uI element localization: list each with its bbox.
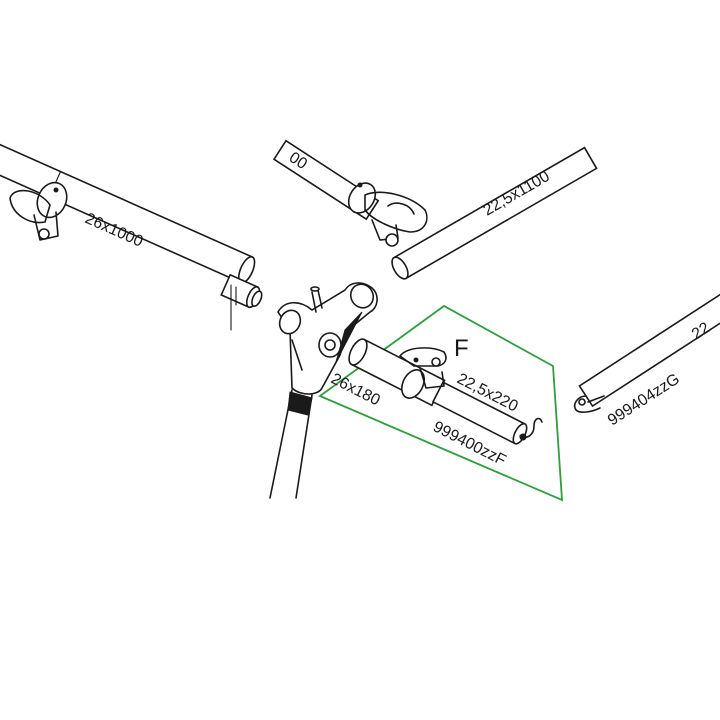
left-pole-end-sleeve <box>220 273 263 309</box>
top-pole: 00 22,5x1100 <box>272 139 598 280</box>
detail-clamp <box>399 347 447 399</box>
left-pole: 26x1000 <box>0 138 263 331</box>
central-joint <box>269 282 378 499</box>
right-pole: 999404zzG 22 <box>573 292 720 429</box>
detail-f: F 26x180 22,5x220 999400zzF <box>318 304 563 502</box>
detail-f-letter: F <box>454 335 469 362</box>
top-pole-clamp <box>347 182 428 247</box>
detail-f-highlight <box>318 304 563 502</box>
left-pole-clamp <box>9 181 68 241</box>
detail-tube-small <box>431 381 528 445</box>
